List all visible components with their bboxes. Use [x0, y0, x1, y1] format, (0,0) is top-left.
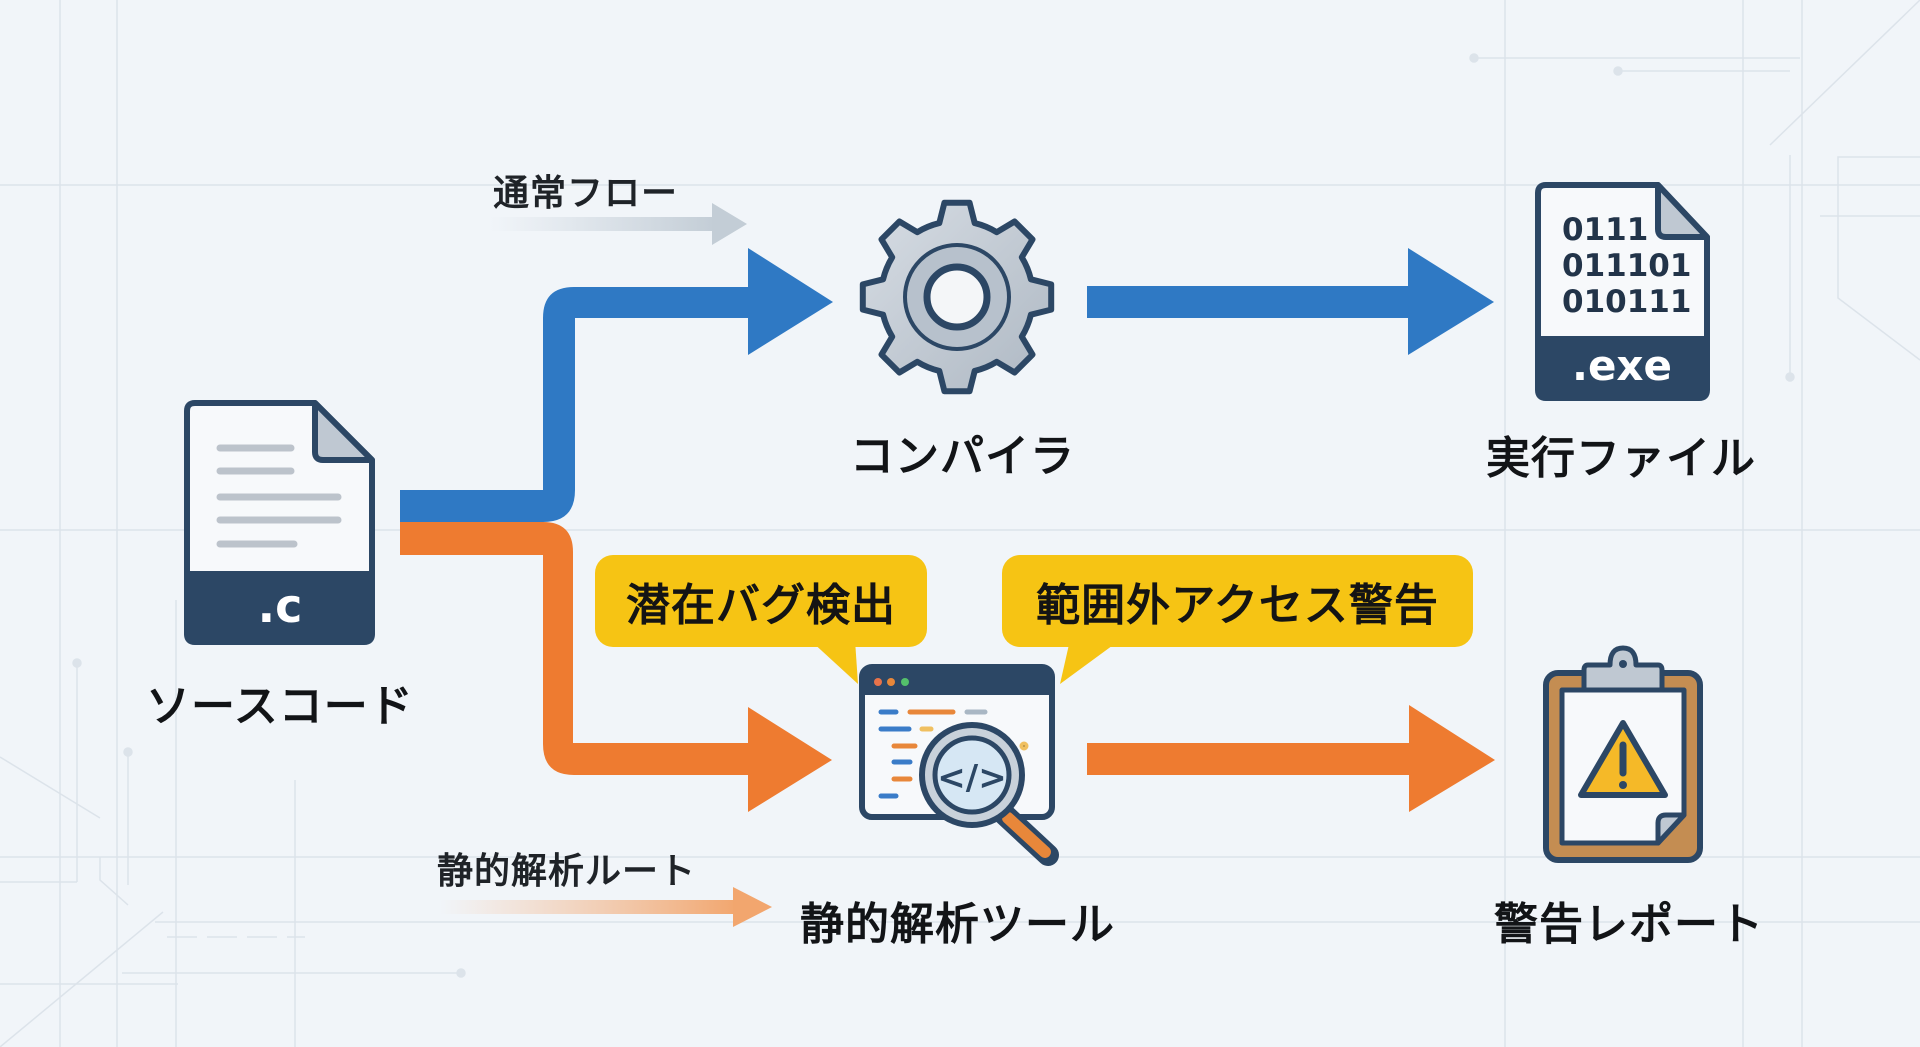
binary-line: 011101 — [1562, 248, 1691, 284]
magnifier-code-icon: </> — [859, 664, 1059, 866]
file-code-icon: .c — [184, 400, 375, 645]
code-glyph: </> — [937, 758, 1006, 798]
source-file-badge: .c — [258, 579, 303, 633]
normal-flow-arrow-to-executable — [1087, 248, 1494, 355]
binary-line: 0111 — [1562, 212, 1648, 248]
callout-out-of-bounds-warning: 範囲外アクセス警告 — [1002, 555, 1473, 647]
executable-badge: .exe — [1572, 341, 1672, 390]
analysis-flow-arrow-to-analyzer — [400, 522, 832, 812]
analyzer-label: 静的解析ツール — [800, 899, 1115, 950]
source-code-label: ソースコード — [146, 681, 414, 732]
normal-flow-label: 通常フロー — [493, 173, 679, 214]
normal-flow-arrow-to-compiler — [400, 248, 833, 522]
normal-flow-legend-arrow — [490, 203, 747, 245]
binary-line: 010111 — [1562, 284, 1691, 320]
analysis-route-legend-arrow — [440, 887, 772, 927]
callout-latent-bug-detection: 潜在バグ検出 — [595, 555, 927, 647]
binary-file-icon: 0111 011101 010111 .exe — [1535, 182, 1710, 401]
analysis-route-label: 静的解析ルート — [437, 851, 697, 892]
clipboard-warning-icon — [1543, 645, 1703, 863]
callout-tail — [810, 640, 858, 684]
compiler-label: コンパイラ — [850, 431, 1075, 482]
executable-label: 実行ファイル — [1486, 433, 1756, 484]
callout-tail — [1060, 640, 1120, 684]
analysis-flow-arrow-to-report — [1087, 705, 1495, 812]
report-label: 警告レポート — [1494, 899, 1764, 950]
gear-icon — [859, 199, 1055, 395]
